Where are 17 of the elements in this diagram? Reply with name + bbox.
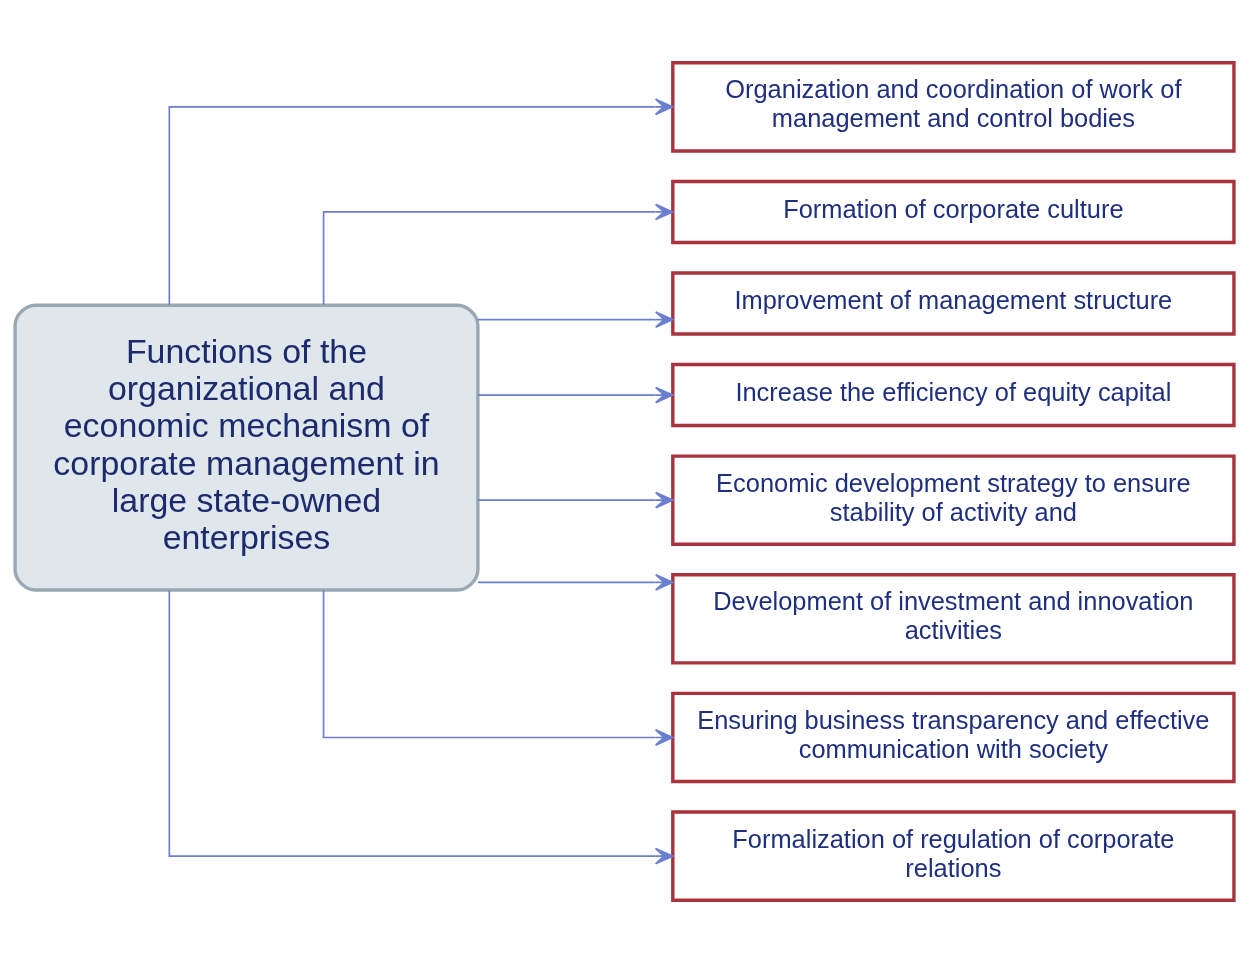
arrow <box>168 589 674 865</box>
arrow <box>322 203 674 306</box>
node-box: Formalization of regulation of corporate relations <box>671 809 1236 902</box>
node-box: Formation of corporate culture <box>671 179 1236 244</box>
node-box: Functions of the organizational and economic mechanism of corporate management in large state-owned enterprises <box>13 303 480 592</box>
node-box: Economic development strategy to ensure stability of activity and <box>671 453 1236 546</box>
node-box: Development of investment and innovation activities <box>671 572 1236 665</box>
node-box: Improvement of management structure <box>671 270 1236 336</box>
arrow <box>322 589 674 746</box>
arrow <box>477 491 674 509</box>
arrow <box>477 573 674 591</box>
node-box: Organization and coordination of work of management and control bodies <box>671 60 1236 153</box>
arrow <box>168 97 674 306</box>
node-box: Ensuring business transparency and effective communication with society <box>671 691 1236 783</box>
arrow <box>477 310 674 328</box>
node-box: Increase the efficiency of equity capital <box>671 362 1236 427</box>
arrow <box>477 386 674 404</box>
